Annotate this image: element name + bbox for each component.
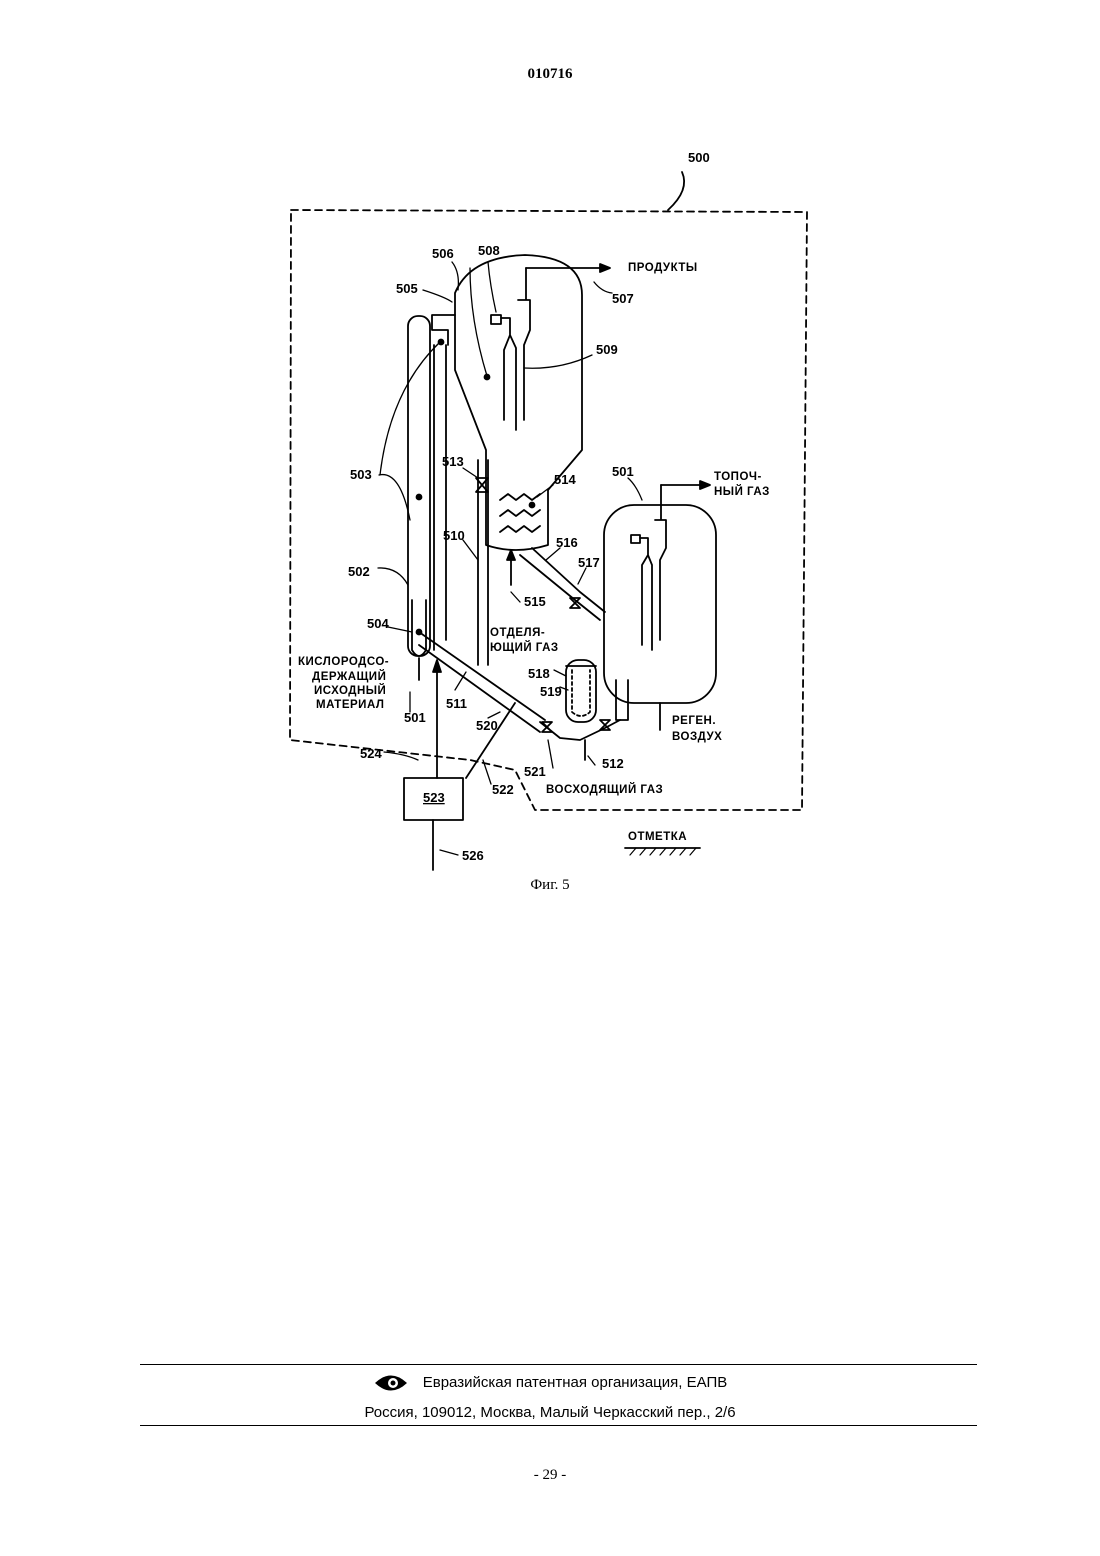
ref-521: 520 — [476, 718, 498, 733]
footer-org-text: Евразийская патентная организация, ЕАПВ — [423, 1374, 728, 1391]
ref-516: 515 — [524, 594, 546, 609]
stripping-gas-arrow — [507, 550, 515, 560]
ref-518: 517 — [578, 555, 600, 570]
label-products: ПРОДУКТЫ — [628, 262, 698, 274]
cyclone-2 — [518, 268, 530, 420]
footer-top-rule — [140, 1364, 977, 1365]
ref-520: 519 — [540, 684, 562, 699]
label-flue-gas-2: НЫЙ ГАЗ — [714, 485, 770, 498]
riser-return — [434, 345, 446, 650]
ref-522: 521 — [524, 764, 546, 779]
cyclone-box — [491, 315, 501, 324]
ref-510: 509 — [596, 342, 618, 357]
ref-512: 511 — [446, 696, 467, 711]
label-lift-gas: ВОСХОДЯЩИЙ ГАЗ — [546, 783, 663, 796]
footer-address: Россия, 109012, Москва, Малый Черкасский… — [0, 1404, 1100, 1421]
leader-500 — [668, 172, 684, 210]
flue-gas-arrow — [700, 481, 710, 489]
eapo-eye-icon — [373, 1372, 409, 1394]
line-525-arrow — [433, 660, 441, 672]
ref-508: 507 — [612, 291, 634, 306]
label-regen-1: РЕГЕН. — [672, 715, 716, 727]
cooler-inner — [572, 670, 590, 716]
cyclone-1 — [501, 318, 516, 430]
ref-517: 516 — [556, 535, 578, 550]
valve-522 — [542, 722, 552, 732]
ref-525: 524 — [360, 746, 382, 761]
label-regen-2: ВОЗДУХ — [672, 731, 722, 743]
ref-519: 518 — [528, 666, 550, 681]
ref-511: 510 — [443, 528, 465, 543]
products-arrow — [600, 264, 610, 272]
ref-509: 508 — [478, 243, 500, 258]
figure-caption: Фиг. 5 — [0, 877, 1100, 894]
ref-500: 500 — [688, 150, 710, 165]
ref-526: 526 — [462, 848, 484, 863]
label-strip-gas-1: ОТДЕЛЯ- — [490, 627, 545, 639]
grade-hatch — [630, 848, 696, 855]
dot-515 — [530, 503, 535, 508]
label-flue-gas-1: ТОПОЧ- — [714, 471, 762, 483]
regen-cyclone-2 — [655, 485, 666, 640]
footer-organization: Евразийская патентная организация, ЕАПВ — [0, 1372, 1100, 1394]
stripper-internals — [500, 494, 540, 532]
ref-504: 503 — [350, 467, 372, 482]
ref-501: 501 — [404, 710, 426, 725]
page-number: - 29 - — [0, 1467, 1100, 1484]
ref-513: 512 — [602, 756, 624, 771]
lift-manifold — [540, 720, 620, 760]
ref-515: 514 — [554, 472, 576, 487]
dot-504 — [417, 495, 422, 500]
regen-cyclone-1 — [640, 538, 652, 650]
dot-505 — [417, 630, 422, 635]
label-oxy-3: ИСХОДНЫЙ — [314, 684, 386, 697]
label-oxy-1: КИСЛОРОДСО- — [298, 656, 389, 668]
footer-bottom-rule — [140, 1425, 977, 1426]
ref-506: 505 — [396, 281, 418, 296]
ref-524: 523 — [423, 790, 445, 805]
ref-507: 506 — [432, 246, 454, 261]
label-oxy-2: ДЕРЖАЩИЙ — [312, 670, 386, 683]
ref-505: 504 — [367, 616, 389, 631]
label-strip-gas-2: ЮЩИЙ ГАЗ — [490, 641, 559, 654]
ref-514: 513 — [442, 454, 464, 469]
label-oxy-4: МАТЕРИАЛ — [316, 699, 384, 711]
cooler — [566, 660, 596, 722]
ref-502: 501 — [612, 464, 634, 479]
line-523 — [466, 703, 515, 778]
label-grade: ОТМЕТКА — [628, 831, 687, 843]
reactor-vessel — [455, 255, 582, 490]
regen-cyclone-box — [631, 535, 640, 543]
ref-523: 522 — [492, 782, 514, 797]
ref-503: 502 — [348, 564, 370, 579]
